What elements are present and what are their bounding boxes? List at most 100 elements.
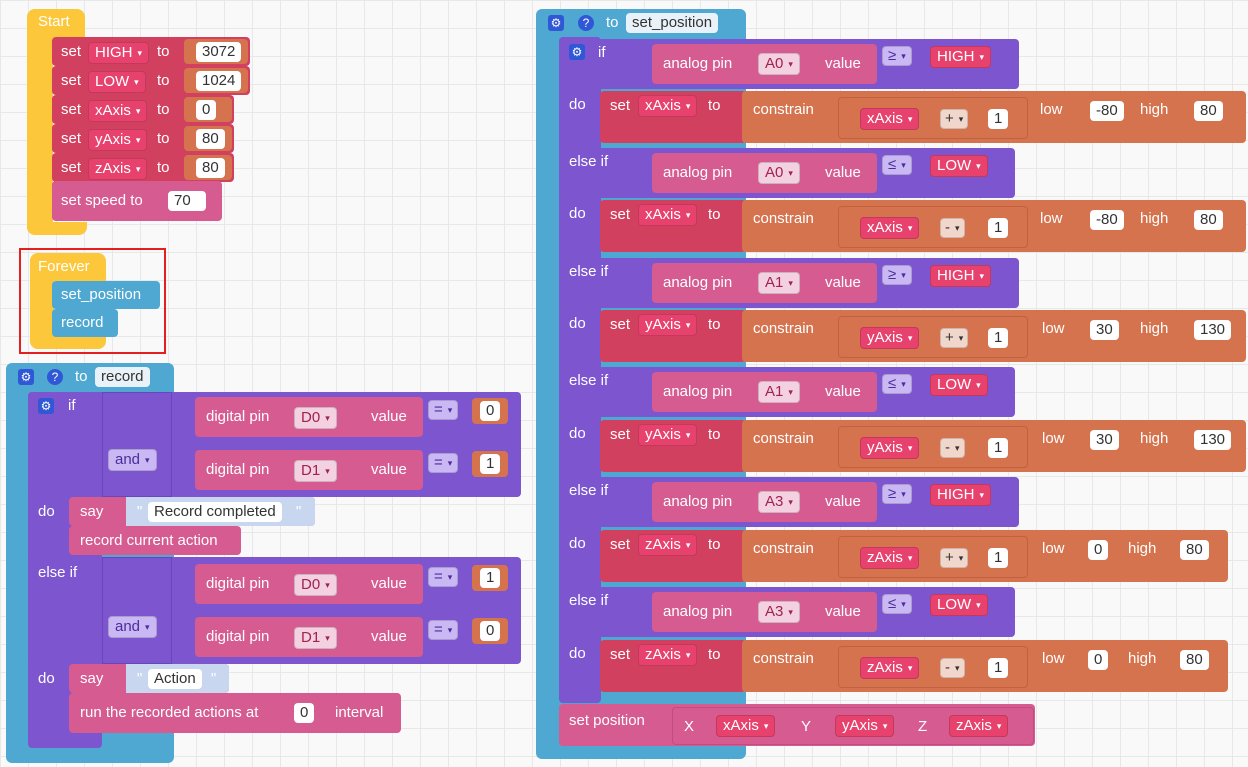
high-value-input[interactable]: 80 [1194, 101, 1223, 121]
low-value-input[interactable]: -80 [1090, 210, 1124, 230]
pin-dropdown[interactable]: D0▾ [294, 407, 337, 430]
run-interval-input[interactable]: 0 [294, 703, 315, 723]
high-value-input[interactable]: 130 [1194, 430, 1232, 450]
pin-dropdown[interactable]: A0▾ [758, 162, 800, 185]
equals-dropdown[interactable]: =▾ [428, 453, 459, 474]
arithmetic-operator-dropdown[interactable]: +▾ [940, 109, 969, 130]
variable-value-input[interactable]: 3072 [196, 42, 242, 62]
compare-value-input[interactable]: 0 [480, 401, 501, 421]
variable-value-input[interactable]: 0 [196, 100, 217, 120]
variable-dropdown[interactable]: zAxis▾ [638, 534, 698, 557]
compare-dropdown[interactable]: ≥▾ [882, 46, 912, 67]
variable-dropdown[interactable]: zAxis▾ [860, 657, 920, 680]
variable-dropdown[interactable]: yAxis▾ [638, 424, 698, 447]
pin-dropdown[interactable]: A0▾ [758, 53, 800, 76]
variable-dropdown[interactable]: HIGH▾ [88, 42, 150, 65]
start-event-block[interactable] [27, 9, 53, 235]
record-action-block[interactable] [69, 526, 241, 555]
arithmetic-operator-dropdown[interactable]: -▾ [940, 438, 965, 459]
variable-dropdown[interactable]: zAxis▾ [638, 644, 698, 667]
help-icon[interactable]: ? [47, 369, 63, 385]
step-value-input[interactable]: 1 [988, 658, 1009, 678]
step-value-input[interactable]: 1 [988, 218, 1009, 238]
call-record-block[interactable] [52, 309, 118, 337]
equals-dropdown[interactable]: =▾ [428, 620, 459, 641]
variable-value-input[interactable]: 80 [196, 158, 225, 178]
threshold-variable-dropdown[interactable]: LOW▾ [930, 374, 988, 397]
pin-dropdown[interactable]: D1▾ [294, 627, 337, 650]
gear-icon[interactable]: ⚙ [38, 398, 54, 414]
step-value-input[interactable]: 1 [988, 548, 1009, 568]
variable-dropdown[interactable]: xAxis▾ [88, 100, 148, 123]
step-value-input[interactable]: 1 [988, 328, 1009, 348]
say-text-input-1[interactable]: Record completed [148, 502, 282, 522]
threshold-variable-dropdown[interactable]: HIGH▾ [930, 265, 992, 288]
low-value-input[interactable]: 0 [1088, 540, 1109, 560]
run-recorded-block[interactable] [69, 693, 401, 733]
arithmetic-operator-dropdown[interactable]: +▾ [940, 328, 969, 349]
variable-dropdown[interactable]: LOW▾ [88, 71, 146, 94]
x-variable-dropdown[interactable]: xAxis▾ [716, 715, 776, 738]
high-value-input[interactable]: 80 [1180, 540, 1209, 560]
threshold-variable-dropdown[interactable]: LOW▾ [930, 155, 988, 178]
z-variable-dropdown[interactable]: zAxis▾ [949, 715, 1009, 738]
call-set-position-block[interactable] [52, 281, 160, 309]
arithmetic-operator-dropdown[interactable]: +▾ [940, 548, 969, 569]
gear-icon[interactable]: ⚙ [569, 44, 585, 60]
say-text-input-2[interactable]: Action [148, 669, 202, 689]
variable-value-input[interactable]: 80 [196, 129, 225, 149]
high-value-input[interactable]: 130 [1194, 320, 1232, 340]
arithmetic-operator-dropdown[interactable]: -▾ [940, 658, 965, 679]
step-value-input[interactable]: 1 [988, 109, 1009, 129]
help-icon[interactable]: ? [578, 15, 594, 31]
low-value-input[interactable]: -80 [1090, 101, 1124, 121]
set-position-fn-name[interactable]: set_position [626, 13, 719, 33]
high-value-input[interactable]: 80 [1194, 210, 1223, 230]
low-value-input[interactable]: 30 [1090, 320, 1119, 340]
low-value-input[interactable]: 30 [1090, 430, 1119, 450]
equals-dropdown[interactable]: =▾ [428, 567, 459, 588]
compare-value-input[interactable]: 1 [480, 454, 501, 474]
compare-dropdown[interactable]: ≤▾ [882, 155, 912, 176]
record-fn-name[interactable]: record [95, 367, 150, 387]
and-dropdown[interactable]: and▾ [108, 616, 157, 639]
compare-value-input[interactable]: 0 [480, 621, 501, 641]
gear-icon[interactable]: ⚙ [548, 15, 564, 31]
compare-value-input[interactable]: 1 [480, 568, 501, 588]
variable-dropdown[interactable]: yAxis▾ [860, 437, 920, 460]
high-value-input[interactable]: 80 [1180, 650, 1209, 670]
threshold-variable-dropdown[interactable]: HIGH▾ [930, 46, 992, 69]
forever-hat[interactable] [30, 253, 106, 281]
variable-dropdown[interactable]: xAxis▾ [638, 204, 698, 227]
pin-dropdown[interactable]: A3▾ [758, 601, 800, 624]
start-hat[interactable] [27, 9, 85, 39]
variable-dropdown[interactable]: zAxis▾ [88, 158, 148, 181]
pin-dropdown[interactable]: D1▾ [294, 460, 337, 483]
variable-dropdown[interactable]: yAxis▾ [860, 327, 920, 350]
arithmetic-operator-dropdown[interactable]: -▾ [940, 218, 965, 239]
compare-dropdown[interactable]: ≥▾ [882, 484, 912, 505]
compare-dropdown[interactable]: ≥▾ [882, 265, 912, 286]
and-dropdown[interactable]: and▾ [108, 449, 157, 472]
threshold-variable-dropdown[interactable]: LOW▾ [930, 594, 988, 617]
variable-dropdown[interactable]: zAxis▾ [860, 547, 920, 570]
variable-dropdown[interactable]: xAxis▾ [860, 217, 920, 240]
variable-dropdown[interactable]: yAxis▾ [638, 314, 698, 337]
pin-dropdown[interactable]: A1▾ [758, 381, 800, 404]
gear-icon[interactable]: ⚙ [18, 369, 34, 385]
variable-dropdown[interactable]: xAxis▾ [860, 108, 920, 131]
speed-value-input[interactable]: 70 [168, 191, 206, 211]
step-value-input[interactable]: 1 [988, 438, 1009, 458]
pin-dropdown[interactable]: A1▾ [758, 272, 800, 295]
low-value-input[interactable]: 0 [1088, 650, 1109, 670]
variable-dropdown[interactable]: yAxis▾ [88, 129, 148, 152]
compare-dropdown[interactable]: ≤▾ [882, 374, 912, 395]
pin-dropdown[interactable]: D0▾ [294, 574, 337, 597]
variable-value-input[interactable]: 1024 [196, 71, 242, 91]
threshold-variable-dropdown[interactable]: HIGH▾ [930, 484, 992, 507]
y-variable-dropdown[interactable]: yAxis▾ [835, 715, 895, 738]
compare-dropdown[interactable]: ≤▾ [882, 594, 912, 615]
equals-dropdown[interactable]: =▾ [428, 400, 459, 421]
variable-dropdown[interactable]: xAxis▾ [638, 95, 698, 118]
pin-dropdown[interactable]: A3▾ [758, 491, 800, 514]
